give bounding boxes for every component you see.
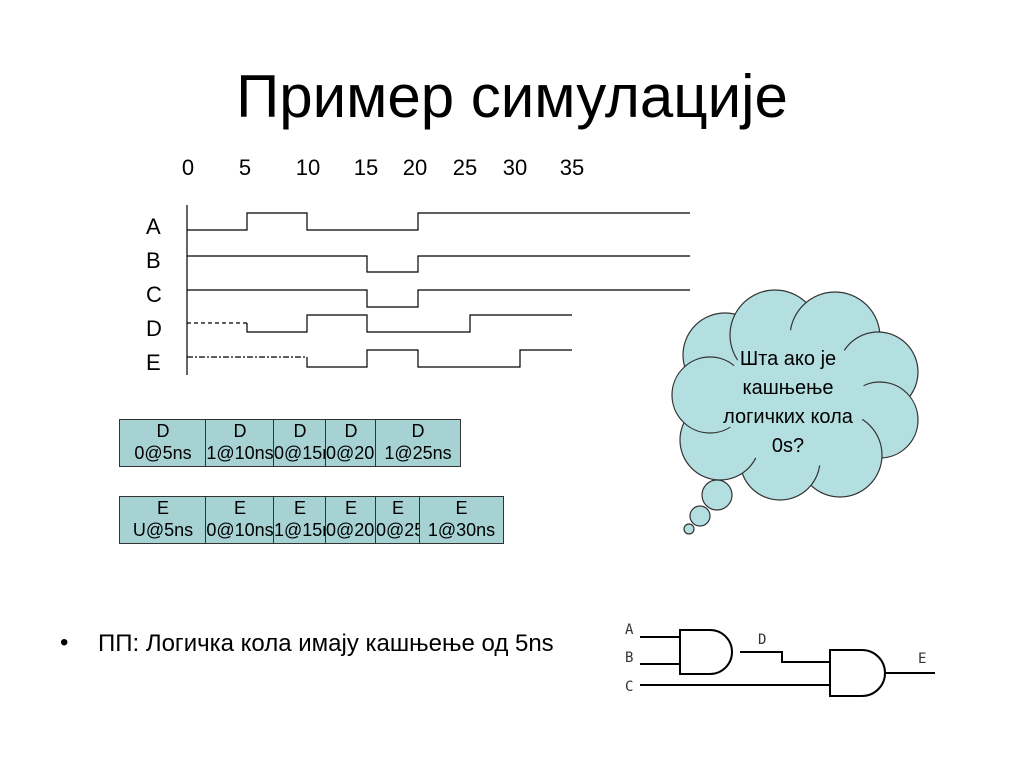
event-value: 1@10ns (206, 443, 274, 463)
time-label: 0 (181, 155, 195, 180)
and-gate-2 (829, 649, 886, 697)
logic-circuit (640, 629, 935, 697)
signal-label-a: A (146, 214, 161, 239)
event-signal: D (293, 421, 307, 441)
waveform-c (187, 289, 690, 308)
event-signal: E (344, 498, 357, 518)
event-value: 0@20ns (326, 520, 376, 540)
signal-label-d: D (146, 316, 162, 341)
circuit-label-c: C (625, 679, 634, 695)
wire-d (740, 651, 830, 663)
waveform-e (306, 349, 572, 368)
event-value: 0@15ns (274, 443, 326, 463)
event-signal: D (156, 421, 170, 441)
circuit-label-d: D (758, 632, 767, 648)
circuit-label-b: B (625, 650, 634, 666)
event-signal: D (233, 421, 247, 441)
event-value: 1@15ns (274, 520, 326, 540)
e-event-box: E 0@20ns (325, 496, 377, 544)
e-event-box: E U@5ns (119, 496, 207, 544)
event-value: 1@25ns (384, 443, 452, 463)
e-event-box: E 0@25ns (375, 496, 421, 544)
thought-bubble-text: Шта ако је кашњење логичких кола 0s? (723, 348, 853, 457)
d-event-box: D 1@10ns (205, 419, 275, 467)
time-label: 10 (295, 155, 321, 180)
thought-bubble-cloud (671, 289, 919, 535)
bullet-text: ПП: Логичка кола имају кашњење од 5ns (98, 630, 554, 657)
e-event-box: E 0@10ns (205, 496, 275, 544)
event-value: 0@25ns (376, 520, 420, 540)
d-event-box: D 1@25ns (375, 419, 461, 467)
e-event-box: E 1@30ns (419, 496, 504, 544)
e-event-box: E 1@15ns (273, 496, 327, 544)
waveform-a (187, 212, 690, 231)
signal-label-b: B (146, 248, 161, 273)
event-value: 0@20ns (326, 443, 376, 463)
event-signal: D (411, 421, 425, 441)
event-signal: E (156, 498, 169, 518)
circuit-label-e: E (918, 651, 927, 667)
event-value: 0@5ns (134, 443, 192, 463)
event-value: U@5ns (132, 520, 194, 540)
time-label: 20 (402, 155, 428, 180)
d-event-box: D 0@20ns (325, 419, 377, 467)
circuit-label-a: A (625, 622, 634, 638)
event-signal: E (293, 498, 306, 518)
waveform-b (187, 255, 690, 273)
time-label: 5 (238, 155, 252, 180)
d-event-box: D 0@15ns (273, 419, 327, 467)
signal-label-c: C (146, 282, 162, 307)
bullet-symbol: • (60, 629, 69, 656)
event-signal: E (233, 498, 246, 518)
time-label: 30 (502, 155, 528, 180)
d-event-box: D 0@5ns (119, 419, 207, 467)
event-value: 1@30ns (427, 520, 496, 540)
time-label: 25 (452, 155, 478, 180)
and-gate-1 (679, 629, 733, 675)
event-value: 0@10ns (206, 520, 274, 540)
time-label: 35 (559, 155, 585, 180)
time-label: 15 (353, 155, 379, 180)
event-signal: D (344, 421, 358, 441)
waveform-d (246, 314, 572, 333)
slide-title: Пример симулације (236, 63, 788, 130)
event-signal: E (455, 498, 468, 518)
event-signal: E (391, 498, 404, 518)
signal-label-e: E (146, 350, 161, 375)
